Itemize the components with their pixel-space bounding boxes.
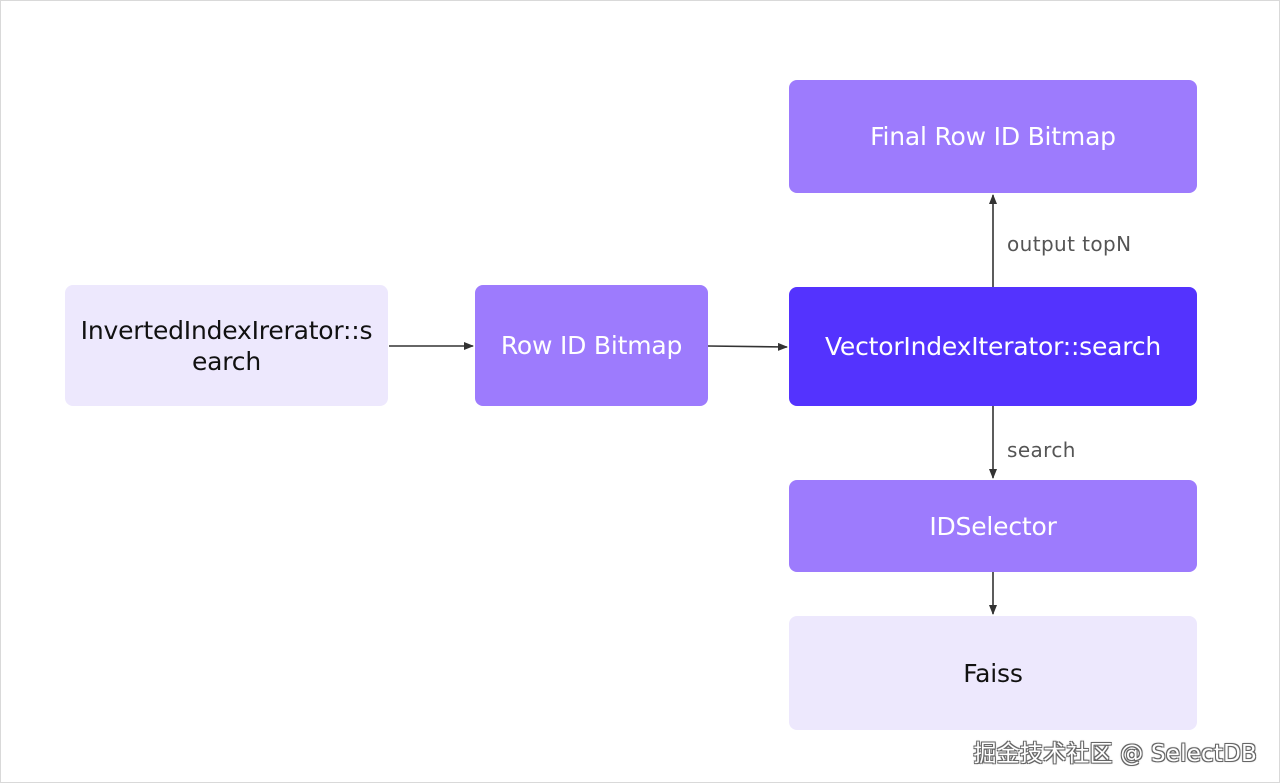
arrow-rowid-to-vector — [707, 342, 788, 351]
node-vector-index-label: VectorIndexIterator::search — [824, 332, 1162, 361]
node-vector-index-iterator: VectorIndexIterator::search — [789, 287, 1197, 406]
node-inverted-index-label-line2: earch — [191, 346, 261, 376]
node-final-row-id-bitmap-label: Final Row ID Bitmap — [870, 122, 1116, 151]
node-row-id-bitmap-label: Row ID Bitmap — [500, 331, 683, 360]
watermark: 掘金技术社区 @ SelectDB — [973, 741, 1257, 767]
node-final-row-id-bitmap: Final Row ID Bitmap — [789, 80, 1197, 193]
node-faiss-label: Faiss — [963, 658, 1023, 688]
node-row-id-bitmap: Row ID Bitmap — [475, 285, 708, 406]
node-inverted-index-label-line1: InvertedIndexIrerator::s — [80, 315, 373, 345]
edge-label-search: search — [1007, 438, 1076, 462]
edge-label-output-topn: output topN — [1007, 232, 1132, 256]
node-faiss: Faiss — [789, 616, 1197, 730]
node-inverted-index-iterator: InvertedIndexIrerator::s earch — [65, 285, 388, 406]
node-id-selector: IDSelector — [789, 480, 1197, 572]
node-id-selector-label: IDSelector — [929, 511, 1057, 541]
